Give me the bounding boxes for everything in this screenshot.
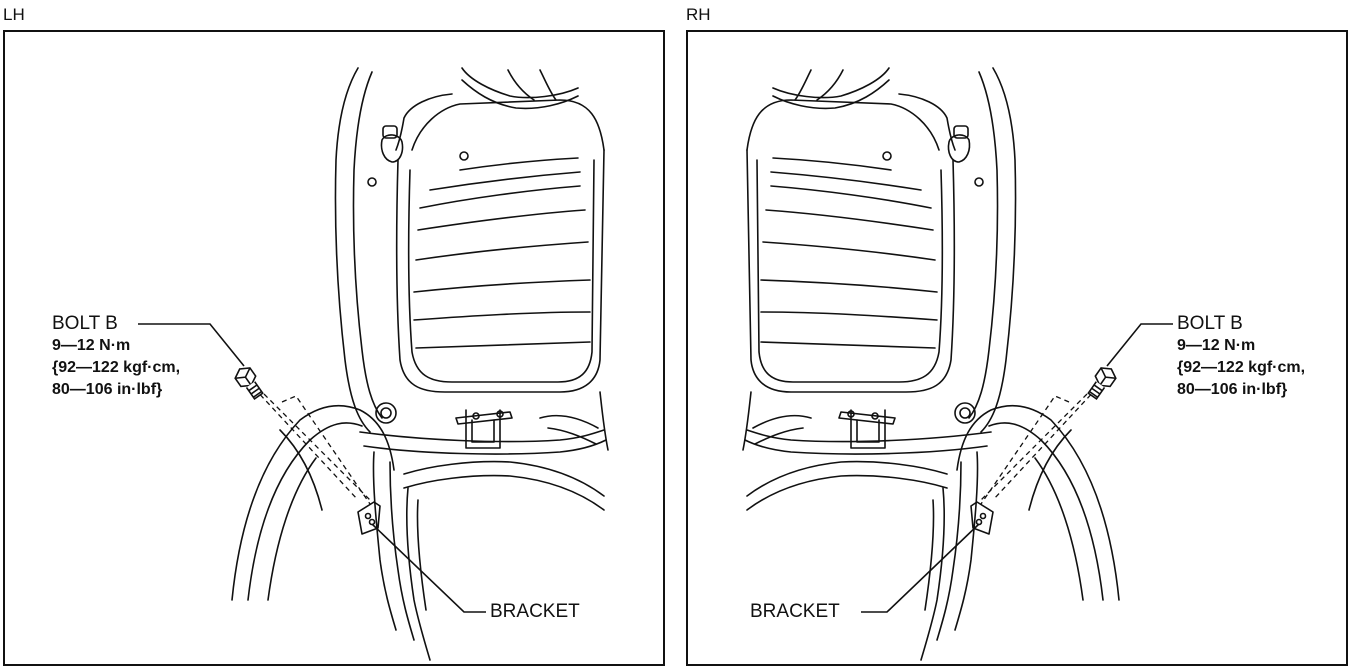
rh-bolt-torque-nm: 9—12 N·m (1177, 337, 1256, 354)
lh-bolt-torque-kgf: {92—122 kgf·cm, (52, 359, 181, 376)
lh-bolt-callout: BOLT B 9—12 N·m {92—122 kgf·cm, 80—106 i… (52, 313, 180, 401)
lh-bracket-label: BRACKET (490, 601, 580, 622)
lh-bolt-torque-inlbf: 80—106 in·lbf} (52, 381, 163, 398)
rh-panel (686, 30, 1348, 666)
lh-panel (3, 30, 665, 666)
lh-bolt-name: BOLT B (52, 313, 118, 334)
rh-bracket-label: BRACKET (750, 601, 840, 622)
rh-bolt-torque-kgf: {92—122 kgf·cm, (1177, 359, 1306, 376)
rh-bolt-callout: BOLT B 9—12 N·m {92—122 kgf·cm, 80—106 i… (1177, 313, 1305, 401)
lh-panel-title: LH (3, 5, 25, 24)
rh-bolt-name: BOLT B (1177, 313, 1243, 334)
lh-drawing (138, 67, 609, 661)
lh-bolt-torque-nm: 9—12 N·m (52, 337, 131, 354)
rh-bolt-torque-inlbf: 80—106 in·lbf} (1177, 381, 1288, 398)
rh-panel-title: RH (686, 5, 711, 24)
rh-drawing (742, 67, 1173, 661)
